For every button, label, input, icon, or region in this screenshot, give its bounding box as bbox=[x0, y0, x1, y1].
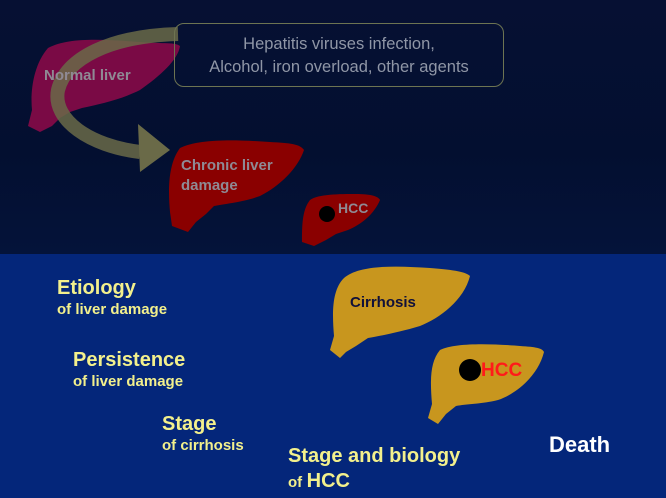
normal-liver-label: Normal liver bbox=[44, 67, 131, 84]
factor-stage-cirrhosis: Stage of cirrhosis bbox=[162, 412, 244, 456]
factor-subtitle: of liver damage bbox=[73, 373, 184, 390]
factor-subtitle: of HCC bbox=[288, 468, 460, 496]
factor-subtitle: of cirrhosis bbox=[162, 437, 244, 454]
death-label: Death bbox=[549, 432, 611, 457]
cause-line-2: Alcohol, iron overload, other agents bbox=[209, 58, 469, 76]
factor-subtitle-emph: HCC bbox=[306, 470, 350, 492]
bottom-panel bbox=[0, 254, 666, 498]
chronic-liver-label: Chronic liver damage bbox=[181, 156, 273, 196]
hcc-label: HCC bbox=[481, 360, 523, 381]
factor-etiology: Etiology of liver damage bbox=[57, 276, 167, 320]
chronic-liver-label-line-1: Chronic liver bbox=[181, 157, 273, 174]
chronic-liver-label-line-2: damage bbox=[181, 177, 238, 194]
cause-line-1: Hepatitis viruses infection, bbox=[243, 35, 435, 53]
factor-stage-hcc: Stage and biology of HCC bbox=[288, 444, 460, 496]
factor-subtitle-prefix: of bbox=[288, 474, 303, 491]
small-hcc-label: HCC bbox=[338, 200, 369, 216]
factor-title: Stage and biology bbox=[288, 445, 461, 467]
factor-title: Persistence bbox=[73, 349, 186, 371]
factor-subtitle: of liver damage bbox=[57, 301, 168, 318]
factor-persistence: Persistence of liver damage bbox=[73, 348, 185, 392]
cause-box: Hepatitis viruses infection, Alcohol, ir… bbox=[174, 23, 504, 87]
factor-title: Stage bbox=[162, 413, 217, 435]
factor-title: Etiology bbox=[57, 277, 136, 299]
cirrhosis-label: Cirrhosis bbox=[350, 294, 416, 311]
